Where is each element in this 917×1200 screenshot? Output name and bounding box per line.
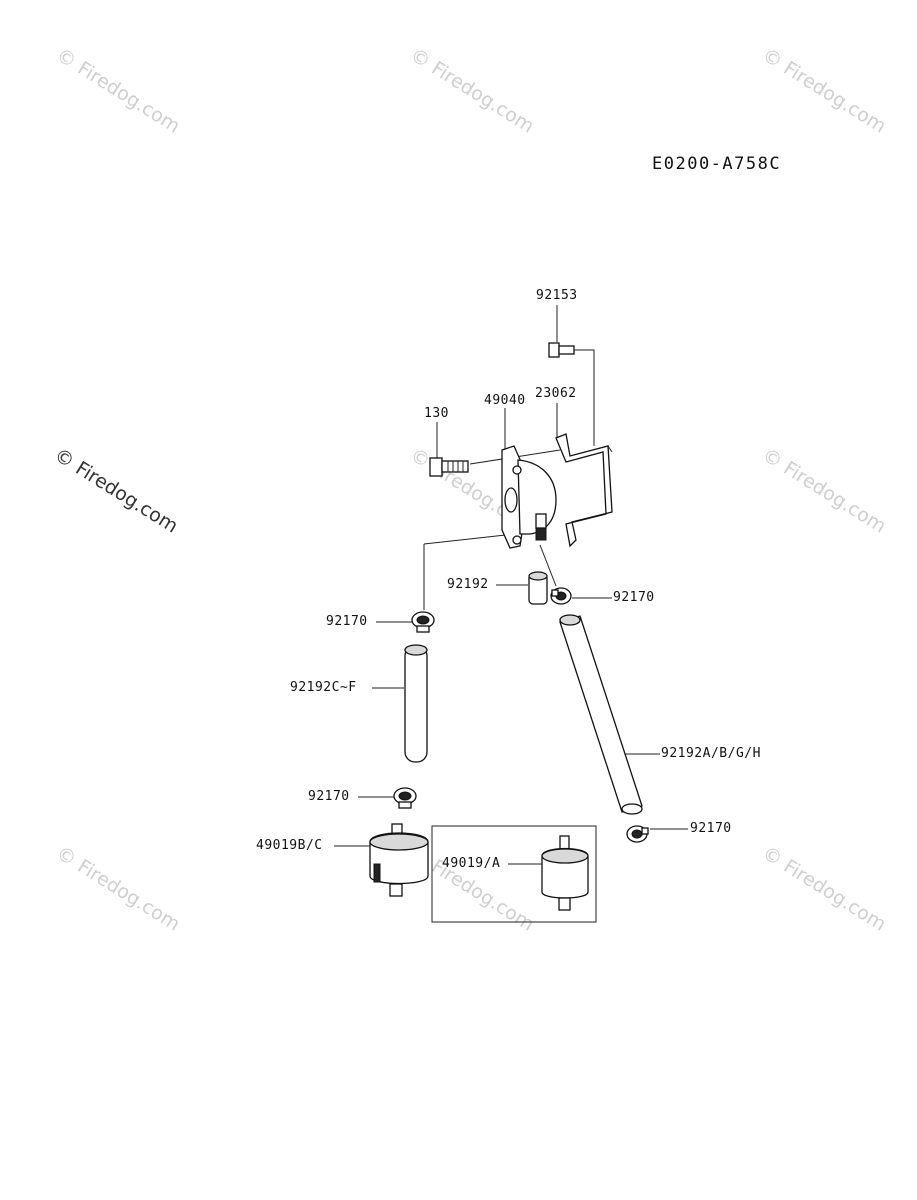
part-label-49019-a: 49019/A [442,856,501,871]
part-label-92170: 92170 [690,821,732,836]
clamp-92170-part [626,825,649,843]
clamp-92170-part [393,787,417,809]
part-label-130: 130 [424,406,449,421]
part-label-92192: 92192 [447,577,489,592]
hose-92192c-f-part [404,644,428,763]
fuel-filter-49019b-c-part [369,823,429,897]
bolt-92153-part [548,342,575,358]
assembly-line [539,544,557,587]
part-label-23062: 23062 [535,386,577,401]
bracket-23062-part [555,433,613,548]
fuel-filter-49019-a-part [541,835,589,911]
fuel-pump-49040-part [501,445,557,549]
inset-box [431,825,597,923]
hose-92192a-b-g-h-part [559,614,643,815]
part-label-49019b-c: 49019B/C [256,838,323,853]
part-label-92170: 92170 [308,789,350,804]
part-label-92153: 92153 [536,288,578,303]
leader-line [574,349,595,446]
assembly-line [423,533,516,545]
hose-92192-part [528,571,548,605]
clamp-92170-part [411,611,435,633]
part-label-92170: 92170 [326,614,368,629]
part-label-92170: 92170 [613,590,655,605]
clamp-92170-part [550,587,572,605]
diagram-code: E0200-A758C [652,154,782,174]
bolt-130-part [429,457,469,477]
part-label-92192a-b-g-h: 92192A/B/G/H [661,746,761,761]
part-label-92192c-f: 92192C~F [290,680,357,695]
part-label-49040: 49040 [484,393,526,408]
